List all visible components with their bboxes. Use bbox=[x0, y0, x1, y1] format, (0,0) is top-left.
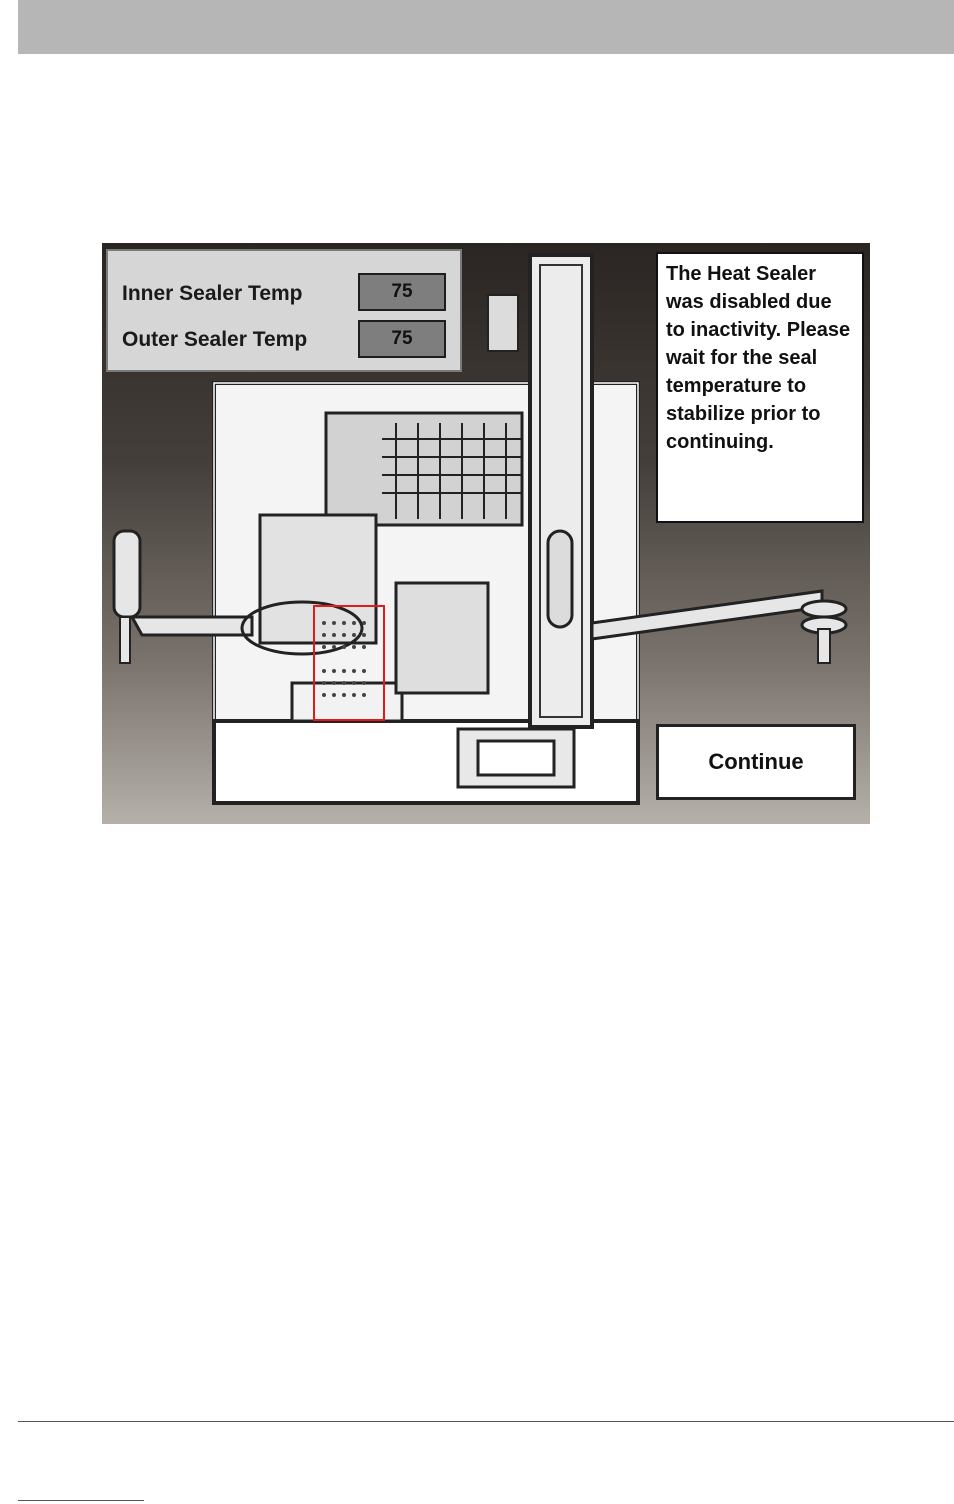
continue-button[interactable]: Continue bbox=[656, 724, 856, 800]
sealer-temperature-panel: Inner Sealer Temp 75 Outer Sealer Temp 7… bbox=[106, 249, 462, 372]
outer-sealer-temp-label: Outer Sealer Temp bbox=[122, 328, 307, 352]
header-bar bbox=[18, 0, 954, 54]
inner-sealer-temp-value: 75 bbox=[358, 273, 446, 311]
heat-sealer-disabled-message: The Heat Sealer was disabled due to inac… bbox=[656, 252, 864, 523]
outer-sealer-temp-value: 75 bbox=[358, 320, 446, 358]
heat-sealer-highlight-box bbox=[313, 605, 385, 721]
footnote-divider bbox=[18, 1500, 144, 1501]
inner-sealer-temp-label: Inner Sealer Temp bbox=[122, 282, 303, 306]
hmi-screen: Inner Sealer Temp 75 Outer Sealer Temp 7… bbox=[102, 243, 870, 824]
footer-divider bbox=[18, 1421, 954, 1422]
